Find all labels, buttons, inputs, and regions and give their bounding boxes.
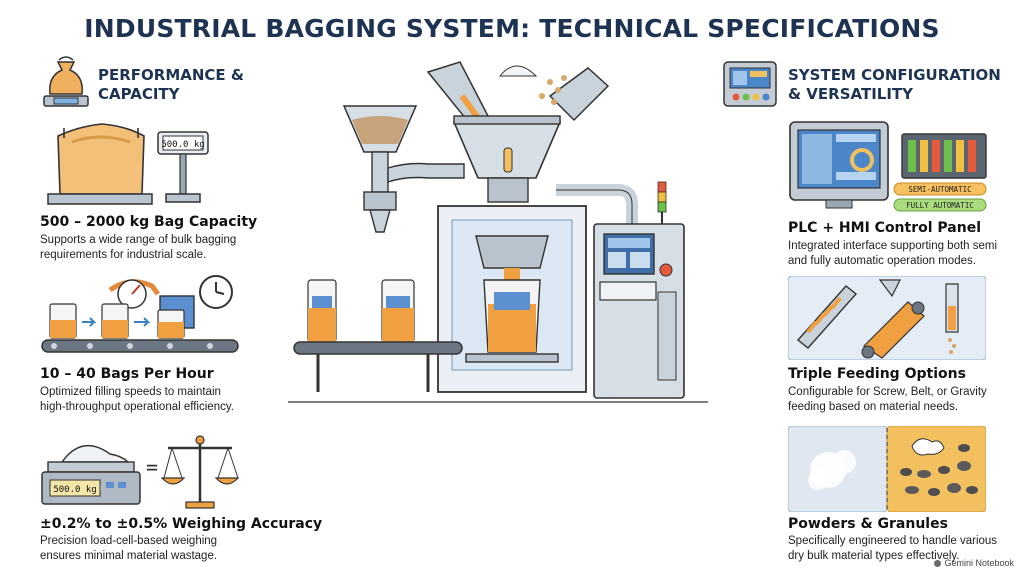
- feature-title-throughput: 10 – 40 Bags Per Hour: [40, 366, 214, 382]
- feature-title-feeding: Triple Feeding Options: [788, 366, 966, 382]
- feature-title-accuracy: ±0.2% to ±0.5% Weighing Accuracy: [40, 516, 323, 532]
- feature-desc-materials: Specifically engineered to handle variou…: [788, 535, 998, 562]
- bags-conveyor-illustration: [41, 275, 239, 353]
- watermark: Gemini Notebook: [934, 558, 1014, 568]
- bulk-bag-scale-illustration: 500.0 kg: [47, 123, 209, 205]
- feature-desc-throughput: Optimized filling speeds to maintain hig…: [40, 386, 234, 413]
- plc-hmi-illustration: SEMI-AUTOMATIC FULLY AUTOMATIC: [789, 121, 987, 212]
- feature-title-materials: Powders & Granules: [788, 516, 948, 532]
- weighing-accuracy-illustration: 500.0 kg =: [41, 435, 240, 509]
- feature-desc-feeding: Configurable for Screw, Belt, or Gravity…: [788, 386, 987, 413]
- mode-semi-automatic-label: SEMI-AUTOMATIC: [908, 185, 971, 194]
- left-section-heading: PERFORMANCE & CAPACITY: [98, 66, 244, 103]
- powders-granules-illustration: [788, 426, 986, 512]
- mode-fully-automatic-label: FULLY AUTOMATIC: [906, 201, 974, 210]
- accuracy-scale-display-text: 500.0 kg: [53, 485, 96, 495]
- bagging-machine-illustration: [288, 61, 708, 403]
- equals-sign: =: [146, 455, 158, 479]
- control-panel-icon: [723, 61, 777, 107]
- feature-desc-plc-hmi: Integrated interface supporting both sem…: [788, 240, 998, 267]
- feature-desc-capacity: Supports a wide range of bulk bagging re…: [40, 234, 237, 261]
- feature-title-plc-hmi: PLC + HMI Control Panel: [788, 220, 982, 236]
- scale-display-text: 500.0 kg: [161, 140, 204, 150]
- sack-on-scale-icon: [43, 56, 89, 107]
- right-section-heading: SYSTEM CONFIGURATION & VERSATILITY: [788, 66, 1001, 103]
- feature-title-capacity: 500 – 2000 kg Bag Capacity: [40, 214, 258, 230]
- watermark-logo-icon: [934, 560, 942, 567]
- page-title: INDUSTRIAL BAGGING SYSTEM: TECHNICAL SPE…: [84, 14, 940, 43]
- feeding-options-illustration: [788, 276, 986, 360]
- feature-desc-accuracy: Precision load-cell-based weighing ensur…: [40, 535, 218, 562]
